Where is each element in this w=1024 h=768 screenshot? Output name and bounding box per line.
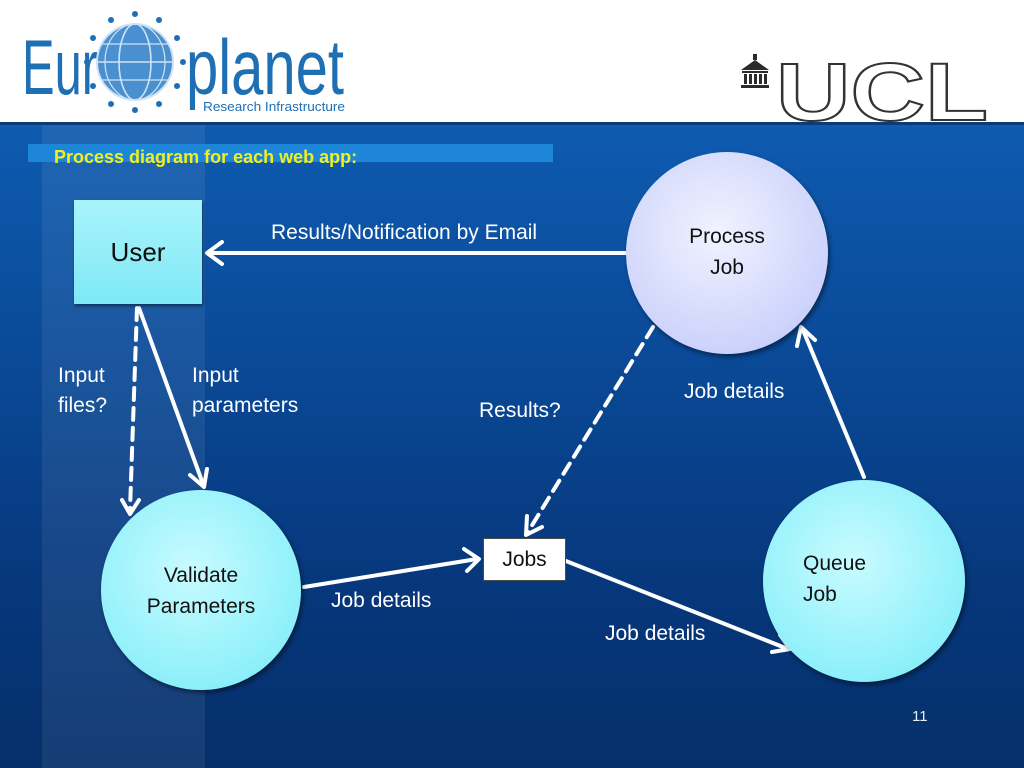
jobs-node: Jobs xyxy=(483,538,566,581)
svg-text:Research Infrastructure: Research Infrastructure xyxy=(203,99,345,114)
label-job-details-process: Job details xyxy=(684,380,785,403)
label-job-details-validate: Job details xyxy=(331,589,432,612)
validate-parameters-label: Validate Parameters xyxy=(146,564,256,618)
globe-icon xyxy=(84,11,186,113)
label-input-parameters: Input parameters xyxy=(192,364,299,417)
arrow-user-to-validate-files xyxy=(120,306,141,516)
arrow-process-to-user xyxy=(205,240,628,266)
validate-parameters-node xyxy=(101,490,301,690)
label-input-files: Input files? xyxy=(58,364,108,417)
svg-text:Eur: Eur xyxy=(22,23,98,111)
label-results-question: Results? xyxy=(479,399,561,422)
process-job-node xyxy=(626,152,828,354)
slide-number: 11 xyxy=(912,708,928,725)
svg-text:planet: planet xyxy=(186,23,344,111)
arrow-validate-to-jobs xyxy=(302,547,481,589)
europlanet-logo: Eur planet Research Infrastructure xyxy=(22,11,345,114)
title-bar xyxy=(28,144,553,162)
user-node-label: User xyxy=(110,236,166,267)
portico-icon xyxy=(741,54,769,88)
arrow-user-to-validate-params xyxy=(137,306,209,489)
jobs-node-label: Jobs xyxy=(502,548,547,571)
queue-job-label: Queue Job xyxy=(803,552,867,606)
queue-job-node xyxy=(763,480,965,682)
header-divider xyxy=(0,122,1024,125)
arrow-process-to-jobs xyxy=(524,325,655,537)
user-node: User xyxy=(74,200,202,304)
slide-title: Process diagram for each web app: xyxy=(54,147,358,167)
arrow-queue-to-process xyxy=(795,325,866,479)
label-results-notification: Results/Notification by Email xyxy=(271,221,538,244)
label-job-details-queue: Job details xyxy=(605,622,706,645)
process-job-label: Process Job xyxy=(689,225,765,279)
